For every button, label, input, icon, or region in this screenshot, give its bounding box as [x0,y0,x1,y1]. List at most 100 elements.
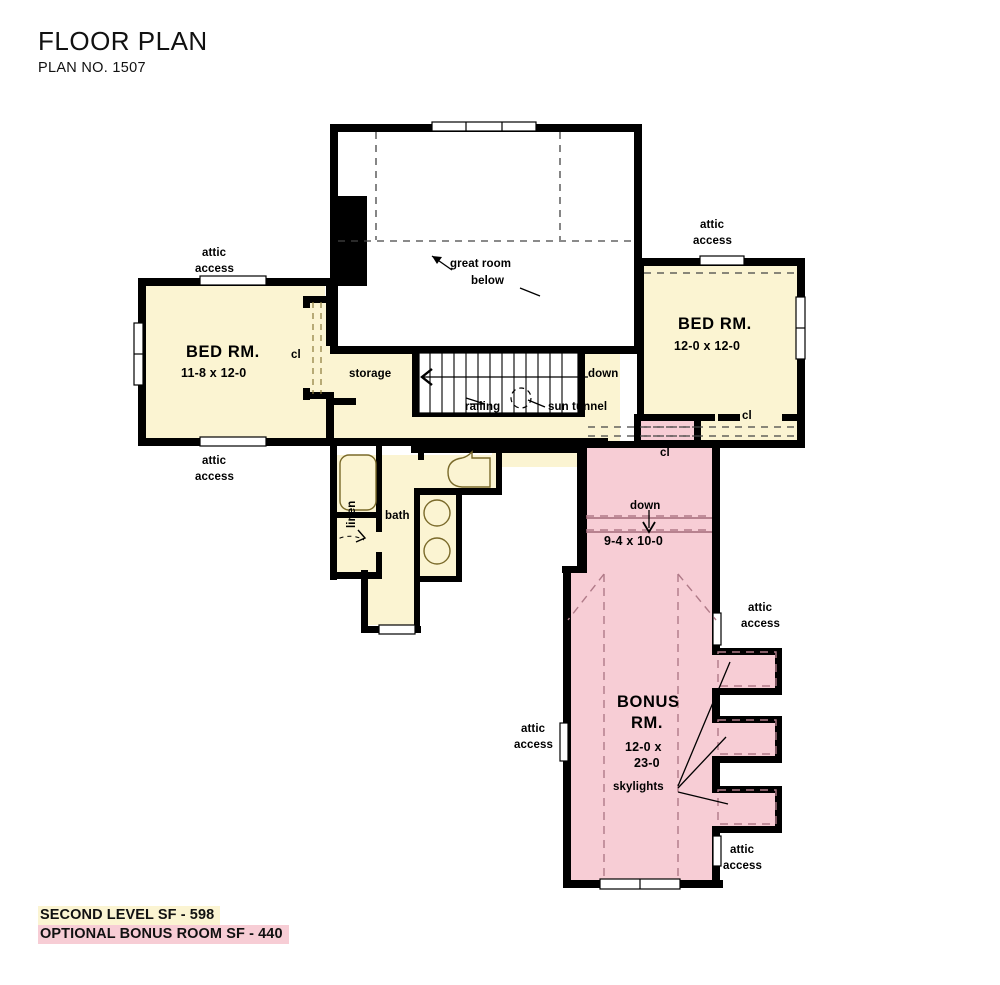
bonus-diag-1 [567,573,605,621]
wall-bonus-right-upper [712,568,720,654]
great-room-opening [337,128,637,350]
wall-dormer1-top [712,648,782,655]
attic-access-1-line2: access [195,263,234,275]
attic-access-5-line1: attic [521,723,546,735]
chimney-block [331,196,367,286]
attic-access-2-line2: access [195,471,234,483]
skylight-2 [717,719,777,755]
wall-hall-right [577,446,584,572]
wall-storage-right [326,392,334,442]
bonus-down-arrow-head [642,521,656,534]
wall-bath-hall-left [361,570,368,632]
wall-bath-left [330,446,337,580]
wall-dormer2-top [712,716,782,723]
wall-vanity-right [456,490,462,582]
wall-bath-bottom [361,626,421,633]
linen-door-swing [335,535,365,568]
bed-rm-left-dimensions: 11-8 x 12-0 [181,366,247,380]
window-bonus-attic-right-2 [712,835,722,867]
attic-access-4-line1: attic [748,602,773,614]
bath-hall-fill [335,455,500,625]
wall-greatroom-left-lower [330,292,338,352]
wall-bonus-landing-top [580,441,640,448]
wall-greatroom-top [330,124,642,132]
wall-closet-left-outer [303,296,310,308]
wall-storage-bottom-stub [326,398,356,405]
attic-access-1-line1: attic [202,247,227,259]
wall-bonus-landing-left [580,441,587,573]
wall-toilet-bottom [418,488,502,495]
wall-linen-bottom [330,572,382,579]
page-header: FLOOR PLAN PLAN NO. 1507 [38,26,208,77]
bonus-rm-dimensions-line2: 23-0 [634,756,660,770]
window-bonus-attic-right-1 [712,612,722,646]
linen-label: linen [346,500,358,528]
wall-bonus-bottom [563,880,723,888]
great-room-below-line1: great room [450,258,512,270]
wall-hall-top [411,446,583,453]
window-bonus-left [559,722,569,762]
wall-vanity-left [414,488,420,580]
wall-linen-right [376,512,382,532]
wall-bedright-closet-stub2 [782,414,805,421]
sun-tunnel-label: sun tunnel [548,401,608,413]
wall-bonus-closet-top [634,414,641,444]
bed-rm-right-dimensions: 12-0 x 12-0 [674,339,741,353]
wall-bedright-closet-stub [718,414,740,421]
door-swings [335,535,365,568]
plan-number: PLAN NO. 1507 [38,60,146,77]
bonus-diag-2 [677,573,717,621]
wall-closet-left-outer2 [303,388,310,400]
window-bedright-east [795,296,806,360]
bonus-rm-dimensions-line1: 12-0 x [625,740,662,754]
leader-greatroom-2 [519,287,541,297]
wall-closet-left-bottom [303,392,329,399]
wall-toilet-right [496,452,502,494]
closet-bonus-label: cl [660,447,670,459]
wall-dormer3-bottom [712,826,782,833]
leader-suntunnel [527,399,546,408]
linen-door-arrow [355,529,367,543]
wall-bedright-closet-top [637,414,715,421]
window-greatroom-top [431,121,537,132]
wall-greatroom-right-lower [634,264,642,354]
window-bedleft-top [199,275,267,286]
leader-skylight-3 [677,791,729,805]
bonus-rm-name-line2: RM. [631,714,664,732]
closet-left-fill [307,300,333,400]
window-bedleft-bottom [199,436,267,447]
bath-label: bath [385,510,410,522]
legend-second-level-sf: SECOND LEVEL SF - 598 [38,906,221,925]
wall-bedleft-bottom [138,438,608,446]
wall-dormer1-right [775,648,782,694]
wall-bedright-top [637,258,805,266]
stair-arrow-head [420,368,433,386]
attic-access-5-line2: access [514,739,553,751]
wall-bedleft-left [138,278,146,446]
sink-2 [423,537,451,565]
wall-bedright-right [797,258,805,448]
wall-toilet-left [418,452,424,460]
wall-hall-bottom-jog [562,566,584,573]
toilet [447,450,491,488]
down-stair-label: down [588,368,619,380]
roof-dashed-lines [338,132,797,437]
stair-landing-dimensions: 9-4 x 10-0 [604,534,663,548]
page-title: FLOOR PLAN [38,26,208,56]
great-room-below-area [337,128,637,350]
bonus-dormer-1-fill [716,650,778,692]
bonus-dormer-3-fill [716,788,778,830]
attic-access-6-line1: attic [730,844,755,856]
wall-bonus-right-lower [712,826,720,888]
wall-bonus-left [563,568,571,888]
wall-dormer1-bottom [712,688,782,695]
wall-stair-left [412,352,419,416]
wall-bedright-left [637,258,644,420]
bed-rm-left-name: BED RM. [186,343,260,361]
attic-access-3-line2: access [693,235,732,247]
leader-skylight-1 [677,661,731,787]
bonus-landing-bands [586,517,712,533]
wall-bonus-closet-top2 [634,414,700,420]
